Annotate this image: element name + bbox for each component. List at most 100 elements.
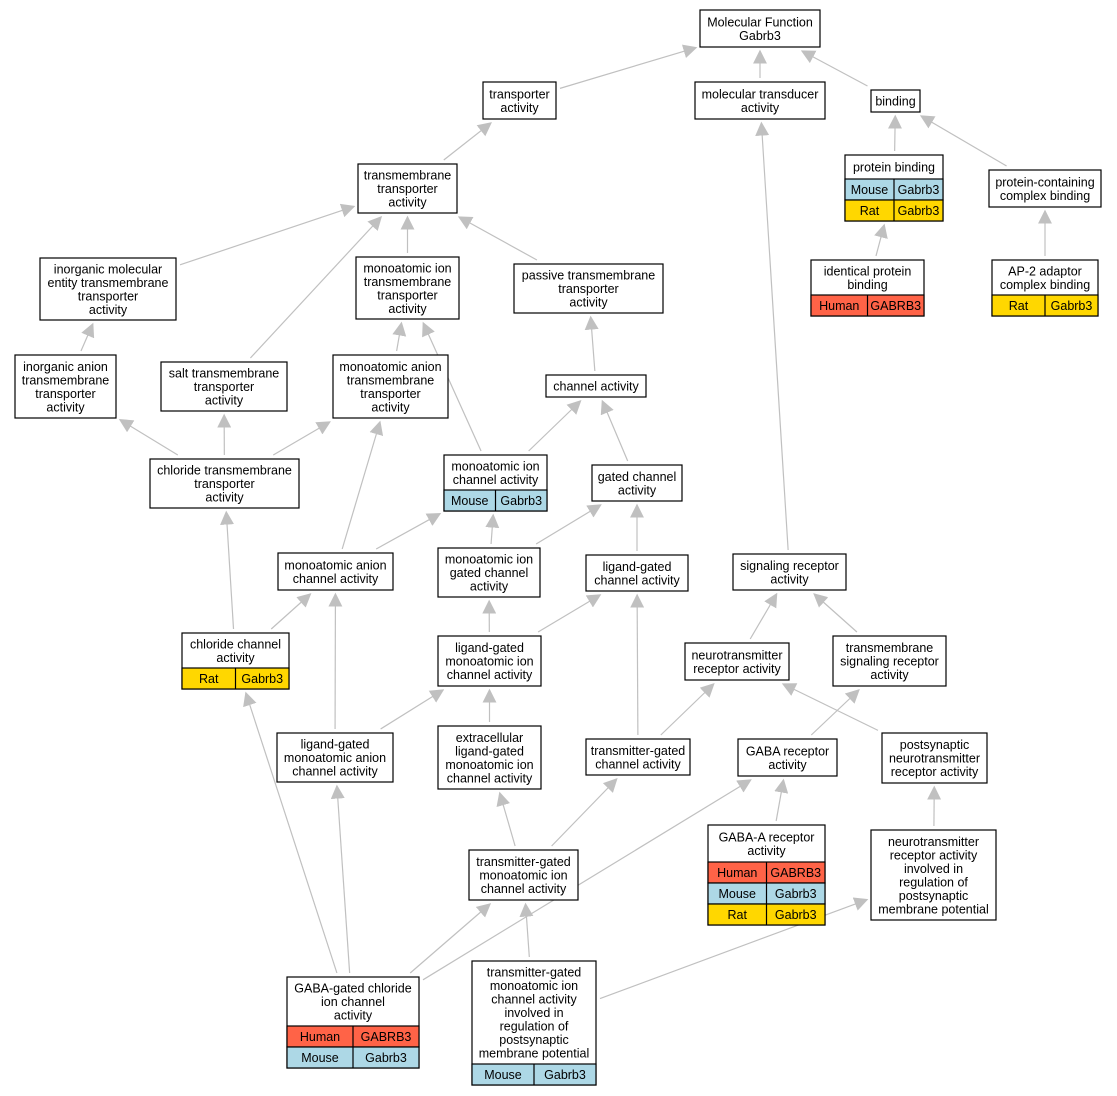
edge-sra-to-mtd xyxy=(755,121,789,551)
edge-migca-to-mica xyxy=(485,513,500,545)
gene-label: Gabrb3 xyxy=(775,908,817,922)
node-label-line: salt transmembrane xyxy=(169,367,280,381)
node-label-line: postsynaptic xyxy=(499,1033,568,1047)
annotation-row: Mouse Gabrb3 xyxy=(443,489,548,512)
node-label-line: ion channel xyxy=(321,995,385,1009)
species-label: Mouse xyxy=(851,183,889,197)
node-label-line: activity xyxy=(46,400,85,414)
node-label-line: GABA receptor xyxy=(746,744,829,758)
node-label-line: transmembrane xyxy=(347,373,435,387)
edge-gabacl-to-gabara xyxy=(422,779,752,981)
node-label-line: activity xyxy=(747,844,786,858)
node-label-line: activity xyxy=(388,196,427,210)
edge-ctta-to-iatta xyxy=(118,419,179,456)
gene-label: GABRB3 xyxy=(361,1030,412,1044)
node-label-line: GABA-gated chloride xyxy=(294,982,411,996)
edge-gabaa-to-gabara xyxy=(774,778,789,822)
node-box xyxy=(355,256,460,320)
node-label-line: ligand-gated xyxy=(603,560,672,574)
node-box xyxy=(591,464,683,502)
node-label-line: neurotransmitter xyxy=(889,752,980,766)
node-label-line: GABA-A receptor xyxy=(719,830,815,844)
edge-gabacl-to-tgmica xyxy=(409,903,492,974)
edge-cca-to-maca xyxy=(270,593,312,630)
edge-ca-to-ptta xyxy=(584,315,599,372)
node-label-line: activity xyxy=(371,400,410,414)
node-label-line: channel activity xyxy=(453,473,539,487)
node-box xyxy=(699,9,821,48)
node-label-line: transporter xyxy=(194,380,254,394)
gene-label: Gabrb3 xyxy=(1051,299,1093,313)
node-label-line: channel activity xyxy=(292,765,378,779)
node-label-line: regulation of xyxy=(899,875,968,889)
edge-layer xyxy=(80,44,1052,1000)
node-label-line: chloride channel xyxy=(190,637,281,651)
node-box xyxy=(149,458,300,509)
species-label: Mouse xyxy=(718,887,756,901)
node-label-line: activity xyxy=(334,1009,373,1023)
node-label-line: channel activity xyxy=(491,993,577,1007)
node-box xyxy=(482,81,557,120)
node-label-line: inorganic molecular xyxy=(54,262,162,276)
node-label-line: passive transmembrane xyxy=(522,269,655,283)
node-label-line: transmitter-gated xyxy=(487,966,582,980)
node-label-line: transporter xyxy=(78,289,138,303)
node-label-line: activity xyxy=(89,303,128,317)
edge-pb-to-bind xyxy=(888,114,903,152)
node-label-line: regulation of xyxy=(500,1020,569,1034)
node-box xyxy=(832,635,947,687)
annotation-row: Mouse Gabrb3 xyxy=(844,178,944,201)
edge-pccb-to-bind xyxy=(919,115,1007,167)
gene-label: Gabrb3 xyxy=(898,183,940,197)
species-label: Rat xyxy=(728,908,748,922)
species-label: Rat xyxy=(1009,299,1029,313)
edge-gca-to-ca xyxy=(600,399,629,462)
edge-tgca-to-nra xyxy=(660,683,715,736)
node-label-line: transporter xyxy=(35,387,95,401)
species-label: Human xyxy=(717,866,757,880)
node-label-line: channel activity xyxy=(594,573,680,587)
node-label-line: Molecular Function xyxy=(707,15,813,29)
node-label-line: Gabrb3 xyxy=(739,29,781,43)
node-box xyxy=(332,354,449,419)
node-label-line: activity xyxy=(388,302,427,316)
edge-gabacl-to-cca xyxy=(243,691,338,974)
gene-label: GABRB3 xyxy=(870,299,921,313)
gene-label: Gabrb3 xyxy=(898,204,940,218)
node-box xyxy=(437,635,542,687)
edge-lgmaca-to-lgmica xyxy=(380,689,445,730)
node-label-line: transporter xyxy=(377,288,437,302)
node-label-line: inorganic anion xyxy=(23,360,108,374)
node-label-line: monoatomic anion xyxy=(339,360,441,374)
gene-label: Gabrb3 xyxy=(500,494,542,508)
node-label-line: postsynaptic xyxy=(899,889,968,903)
node-label-line: channel activity xyxy=(553,380,639,394)
node-label-line: channel activity xyxy=(481,882,567,896)
node-label-line: activity xyxy=(770,572,809,586)
node-label-line: signaling receptor xyxy=(840,655,939,669)
node-label-line: monoatomic ion xyxy=(451,459,539,473)
node-label-line: transporter xyxy=(194,477,254,491)
edge-tgmica-to-elgmica xyxy=(496,791,516,847)
node-box xyxy=(277,552,394,591)
node-label-line: monoatomic ion xyxy=(445,553,533,567)
species-label: Mouse xyxy=(451,494,489,508)
node-label-line: transmembrane xyxy=(846,641,934,655)
node-label-line: membrane potential xyxy=(479,1047,589,1061)
edge-maca-to-mica xyxy=(375,513,442,550)
